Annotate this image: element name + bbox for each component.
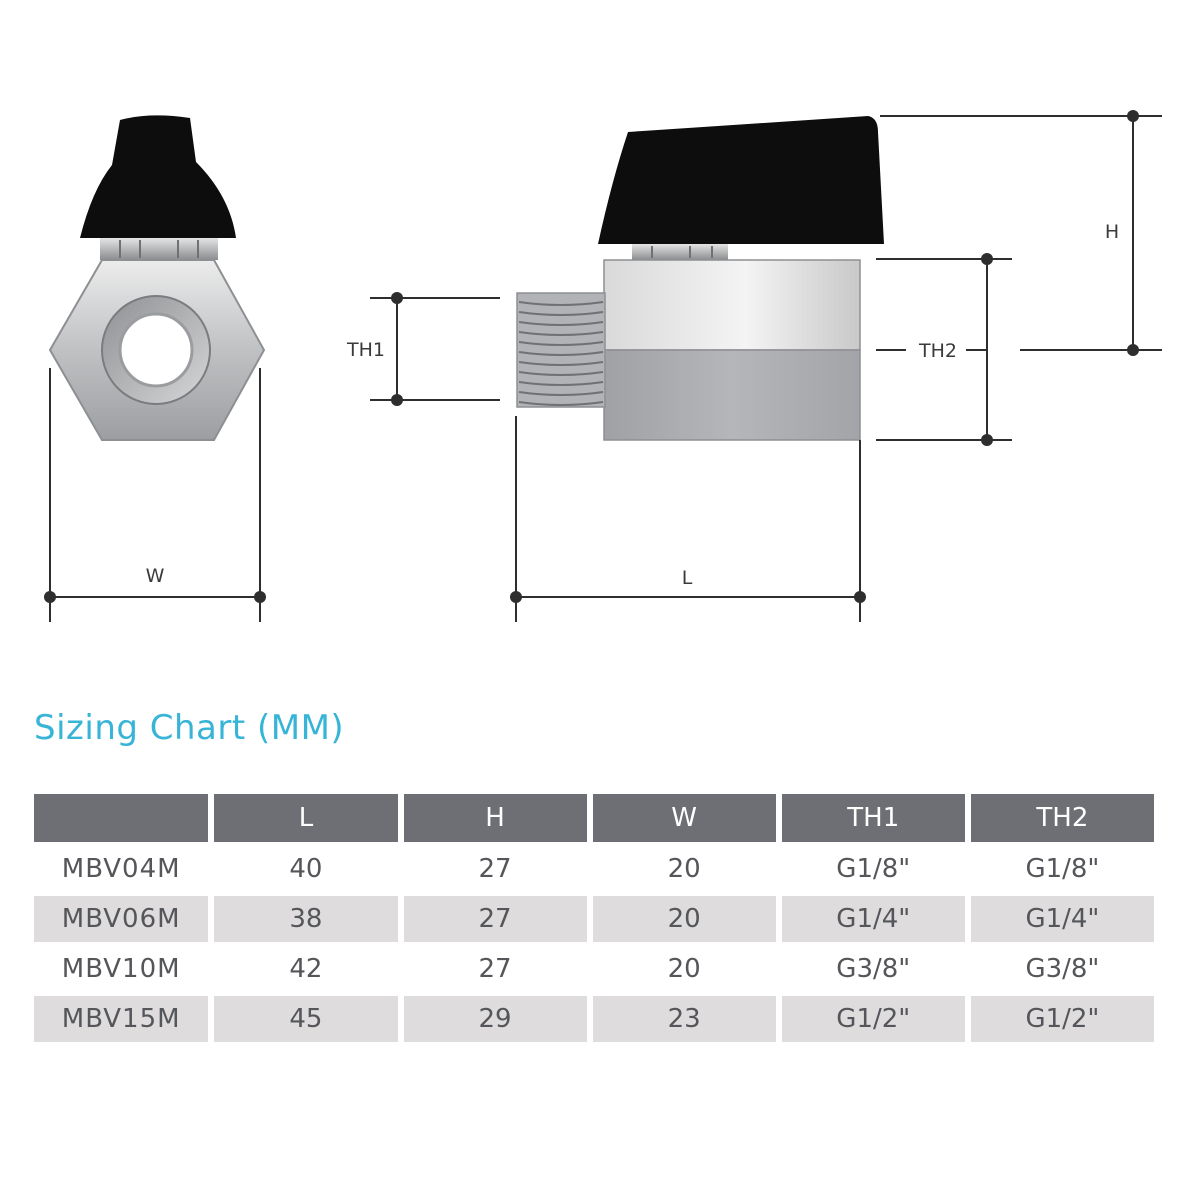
cell-th2: G1/4"	[970, 892, 1154, 942]
side-view	[516, 116, 884, 441]
male-thread-grooves	[518, 301, 604, 406]
dimension-l	[510, 416, 866, 622]
cell-th1: G3/8"	[781, 942, 965, 992]
table-header-th1: TH1	[781, 794, 965, 842]
table-header-th2: TH2	[970, 794, 1154, 842]
table-header-model	[34, 794, 209, 842]
sizing-table: L H W TH1 TH2 MBV04M 40 27 20 G1/8" G1/8…	[28, 794, 1160, 1042]
cell-model: MBV04M	[34, 842, 209, 892]
cell-model: MBV06M	[34, 892, 209, 942]
thread-groove	[518, 311, 604, 316]
cell-l: 38	[214, 892, 398, 942]
cell-th2: G1/2"	[970, 992, 1154, 1042]
table-row: MBV10M 42 27 20 G3/8" G3/8"	[34, 942, 1154, 992]
dimension-label-h: H	[1105, 221, 1119, 243]
sizing-chart-title: Sizing Chart (MM)	[34, 708, 345, 748]
front-handle	[80, 115, 236, 238]
valve-dimension-drawing: W TH1 TH2 H	[44, 110, 1162, 622]
male-thread	[516, 292, 606, 408]
dimension-th1	[370, 292, 500, 406]
side-body-upper	[603, 259, 861, 351]
table-row: MBV04M 40 27 20 G1/8" G1/8"	[34, 842, 1154, 892]
dimension-w	[44, 368, 266, 622]
cell-th2: G3/8"	[970, 942, 1154, 992]
thread-groove	[518, 401, 604, 406]
cell-w: 20	[592, 942, 776, 992]
table-header-w: W	[592, 794, 776, 842]
cell-l: 40	[214, 842, 398, 892]
cell-th1: G1/4"	[781, 892, 965, 942]
thread-groove	[518, 341, 604, 346]
table-row: MBV15M 45 29 23 G1/2" G1/2"	[34, 992, 1154, 1042]
thread-groove	[518, 361, 604, 366]
cell-w: 23	[592, 992, 776, 1042]
dimension-h	[880, 110, 1162, 356]
cell-h: 27	[403, 892, 587, 942]
thread-groove	[518, 371, 604, 376]
table-header-h: H	[403, 794, 587, 842]
side-body-lower	[603, 349, 861, 441]
thread-groove	[518, 391, 604, 396]
thread-groove	[518, 321, 604, 326]
thread-groove	[518, 331, 604, 336]
cell-th1: G1/2"	[781, 992, 965, 1042]
dimension-label-th2: TH2	[918, 340, 957, 362]
cell-th1: G1/8"	[781, 842, 965, 892]
cell-l: 42	[214, 942, 398, 992]
thread-groove	[518, 381, 604, 386]
dimension-th2	[876, 253, 1012, 446]
cell-model: MBV15M	[34, 992, 209, 1042]
front-view	[48, 115, 266, 441]
cell-h: 29	[403, 992, 587, 1042]
cell-w: 20	[592, 842, 776, 892]
dimension-label-w: W	[146, 565, 165, 587]
side-handle	[598, 116, 884, 244]
dimension-label-th1: TH1	[346, 339, 385, 361]
cell-h: 27	[403, 942, 587, 992]
cell-l: 45	[214, 992, 398, 1042]
table-row: MBV06M 38 27 20 G1/4" G1/4"	[34, 892, 1154, 942]
cell-th2: G1/8"	[970, 842, 1154, 892]
front-stem	[100, 238, 218, 260]
thread-groove	[518, 351, 604, 356]
cell-model: MBV10M	[34, 942, 209, 992]
front-port-bore	[118, 312, 194, 388]
table-header-row: L H W TH1 TH2	[34, 794, 1154, 842]
side-stem	[632, 244, 728, 260]
cell-w: 20	[592, 892, 776, 942]
dimension-label-l: L	[682, 567, 693, 589]
table-header-l: L	[214, 794, 398, 842]
thread-groove	[518, 301, 604, 306]
cell-h: 27	[403, 842, 587, 892]
